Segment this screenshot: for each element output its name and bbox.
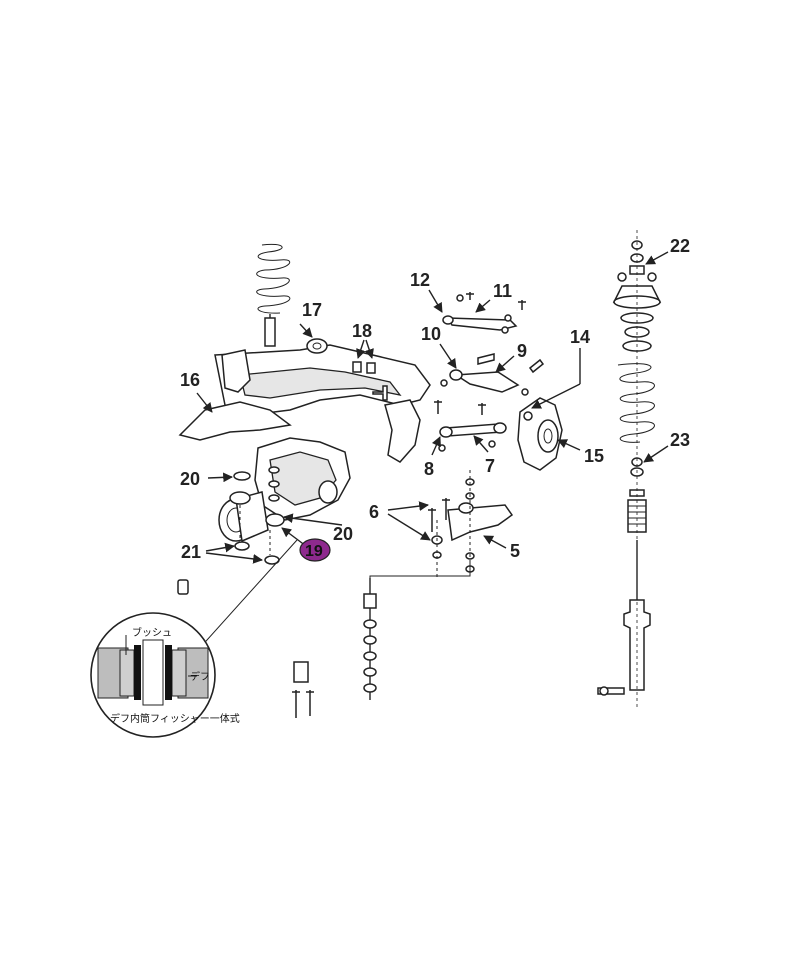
callout-16: 16 bbox=[180, 370, 200, 390]
arm-7-8 bbox=[434, 400, 507, 452]
upper-arm-11 bbox=[442, 292, 526, 334]
callout-20-left: 20 bbox=[180, 469, 200, 489]
rear-differential bbox=[218, 437, 351, 543]
stabilizer-link bbox=[363, 578, 377, 700]
guide-lines bbox=[197, 230, 638, 710]
hub-knuckle bbox=[517, 397, 563, 471]
callout-8: 8 bbox=[424, 459, 434, 479]
upper-left-coil-spring bbox=[256, 243, 291, 347]
inset-diff-label: デフ bbox=[190, 670, 210, 683]
inset-bush-label: ブッシュ bbox=[132, 626, 172, 639]
callout-12: 12 bbox=[410, 270, 430, 290]
bushing-detail-inset bbox=[90, 612, 216, 738]
strut-assembly bbox=[597, 240, 662, 696]
callout-22: 22 bbox=[670, 236, 690, 256]
callout-11: 11 bbox=[493, 281, 512, 301]
callout-19: 19 bbox=[305, 543, 323, 560]
callout-18: 18 bbox=[352, 321, 372, 341]
callout-15: 15 bbox=[584, 446, 604, 466]
diff-mount-washers bbox=[233, 466, 280, 565]
callout-7: 7 bbox=[485, 456, 495, 476]
arm-9-10 bbox=[440, 353, 545, 396]
callout-9: 9 bbox=[517, 341, 527, 361]
callout-6: 6 bbox=[369, 502, 379, 522]
callout-19-highlight bbox=[299, 538, 331, 562]
inset-caption: デフ内筒フィッシャー一体式 bbox=[110, 712, 240, 725]
callout-23: 23 bbox=[670, 430, 690, 450]
stabilizer-bar bbox=[177, 579, 363, 718]
callout-17: 17 bbox=[302, 300, 322, 320]
callout-21: 21 bbox=[181, 542, 201, 562]
callout-20-right: 20 bbox=[333, 524, 353, 544]
callout-5: 5 bbox=[510, 541, 520, 561]
callout-14: 14 bbox=[570, 327, 590, 347]
callout-10: 10 bbox=[421, 324, 441, 344]
callouts: 17 18 16 20 20 21 19 12 11 10 9 14 15 8 bbox=[110, 236, 690, 725]
